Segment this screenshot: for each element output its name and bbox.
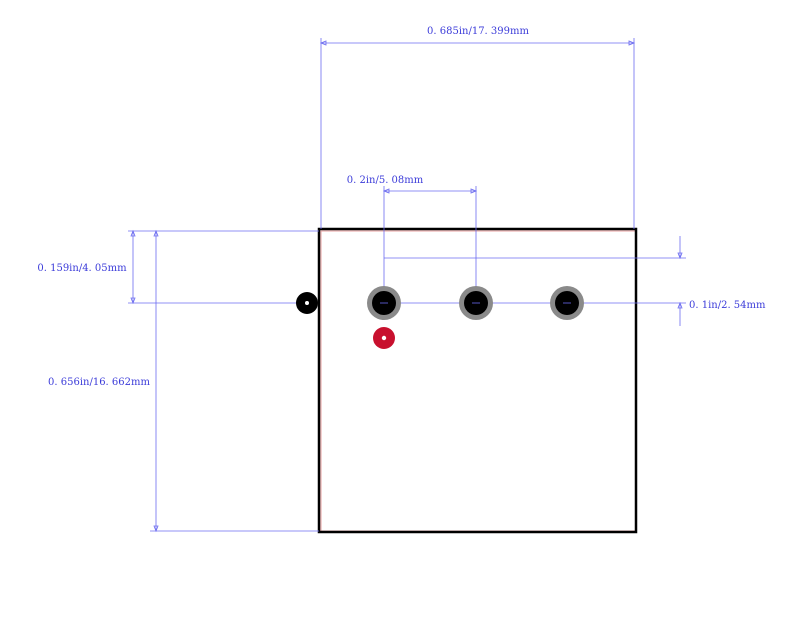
pin1-marker [373, 327, 395, 349]
overall-height-dimension: 0. 656in/16. 662mm [48, 229, 319, 533]
overall-width-dimension: 0. 685in/17. 399mm [319, 26, 636, 229]
pad-1 [367, 286, 401, 320]
body-outline [317, 227, 638, 534]
pin-offset-dimension: 0. 1in/2. 54mm [384, 236, 766, 326]
pin-offset-label: 0. 1in/2. 54mm [689, 300, 766, 311]
overall-height-label: 0. 656in/16. 662mm [48, 377, 150, 388]
overall-width-label: 0. 685in/17. 399mm [427, 26, 529, 37]
courtyard-outline [320, 230, 637, 532]
pad-2 [459, 286, 493, 320]
origin-marker [296, 292, 318, 314]
top-to-pin-row-label: 0. 159in/4. 05mm [37, 263, 127, 274]
top-to-pin-row-dimension: 0. 159in/4. 05mm [37, 229, 319, 305]
pin-pitch-dimension: 0. 2in/5. 08mm [347, 175, 478, 303]
pin-pitch-label: 0. 2in/5. 08mm [347, 175, 424, 186]
pad-3 [550, 286, 584, 320]
